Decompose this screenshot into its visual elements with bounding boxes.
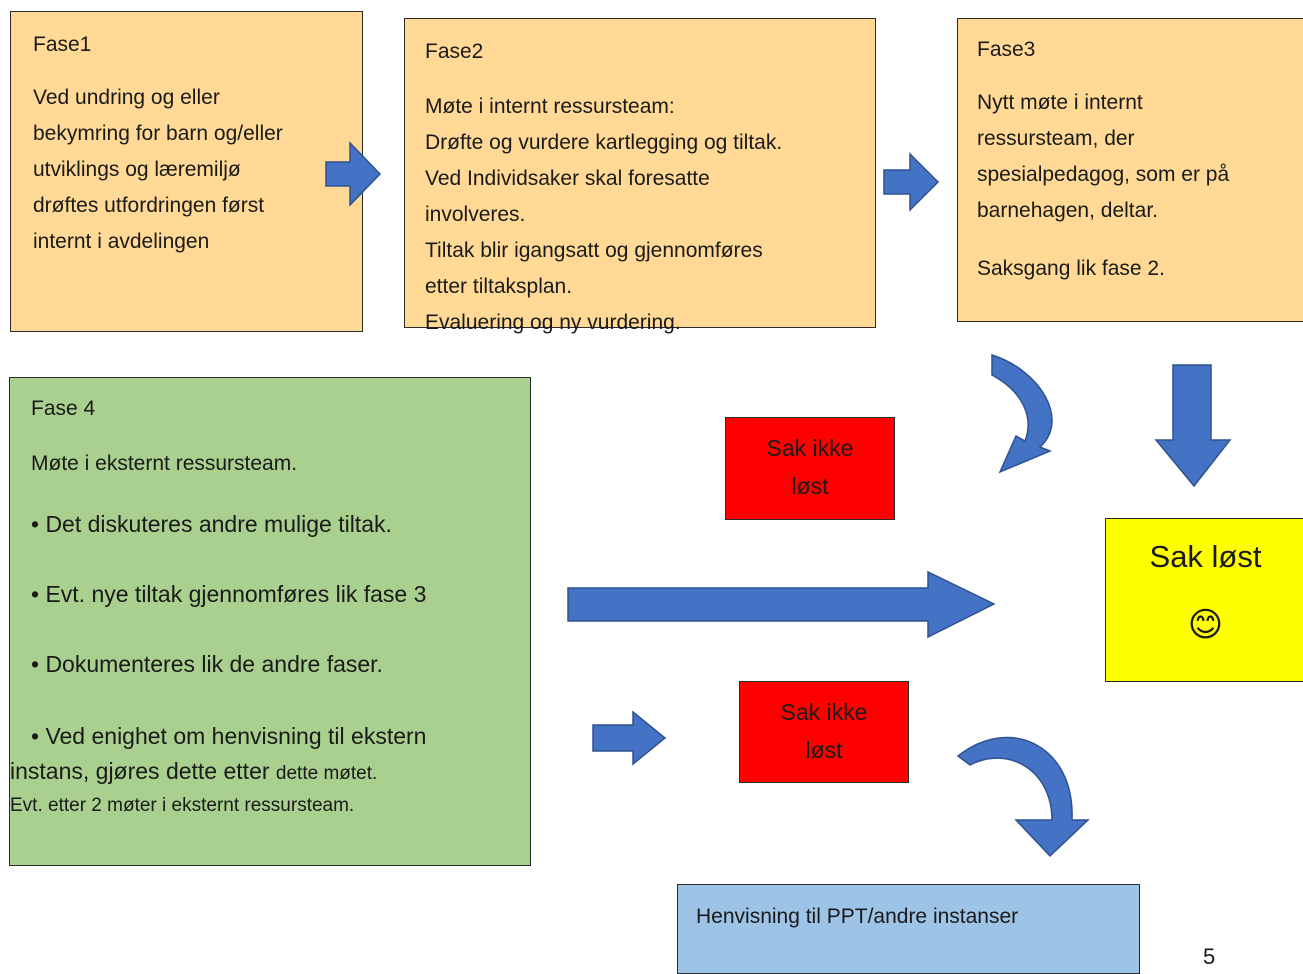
- not-solved-label: Sak ikke: [766, 435, 854, 461]
- solved-label: Sak løst: [1149, 539, 1262, 574]
- fase3-line: Nytt møte i internt: [977, 91, 1143, 114]
- fase4-bullet: • Det diskuteres andre mulige tiltak.: [31, 511, 392, 537]
- fase2-line: Ved Individsaker skal foresatte: [425, 167, 710, 190]
- right-arrow-icon: [567, 570, 996, 639]
- fase4-bullet-cont-a: instans, gjøres dette etter: [10, 758, 276, 784]
- fase1-line: utviklings og læremiljø: [33, 158, 241, 181]
- fase4-bullet-cont-c: Evt. etter 2 møter i eksternt ressurstea…: [10, 795, 355, 816]
- fase1-line: Ved undring og eller: [33, 86, 220, 109]
- fase2-line: involveres.: [425, 203, 526, 226]
- fase4-bullet-cont: instans, gjøres dette etter dette møtet.: [10, 755, 377, 790]
- smiley-icon: 😊: [1187, 606, 1224, 644]
- fase2-line: Drøfte og vurdere kartlegging og tiltak.: [425, 131, 783, 154]
- fase2-line: etter tiltaksplan.: [425, 275, 573, 298]
- curved-arrow-icon: [956, 736, 1090, 858]
- not-solved-label: Sak ikke: [780, 699, 868, 725]
- down-arrow-icon: [1154, 364, 1232, 488]
- fase2-text: Møte i internt ressursteam: Drøfte og vu…: [425, 89, 782, 341]
- fase1-text: Ved undring og eller bekymring for barn …: [33, 80, 283, 260]
- referral-label: Henvisning til PPT/andre instanser: [696, 905, 1019, 928]
- fase3-text: Nytt møte i internt ressursteam, der spe…: [977, 85, 1229, 229]
- fase2-box: Fase2 Møte i internt ressursteam: Drøfte…: [404, 18, 876, 334]
- page-number: 5: [1203, 944, 1216, 969]
- right-arrow-icon: [592, 710, 667, 766]
- solved-box: Sak løst 😊: [1105, 518, 1303, 682]
- right-arrow-icon: [325, 141, 382, 207]
- not-solved-box-2: Sak ikke løst: [739, 681, 909, 783]
- fase4-bullet: • Evt. nye tiltak gjennomføres lik fase …: [31, 581, 427, 607]
- fase4-title: Fase 4: [31, 397, 96, 420]
- right-arrow-icon: [883, 152, 940, 212]
- curved-arrow-icon: [991, 353, 1053, 474]
- fase1-title: Fase1: [33, 33, 92, 56]
- referral-box: Henvisning til PPT/andre instanser: [677, 884, 1140, 974]
- fase2-line: Evaluering og ny vurdering.: [425, 311, 681, 334]
- fase3-note: Saksgang lik fase 2.: [977, 257, 1165, 280]
- not-solved-label: løst: [791, 473, 829, 499]
- not-solved-box-1: Sak ikke løst: [725, 417, 895, 520]
- fase3-line: barnehagen, deltar.: [977, 199, 1158, 222]
- fase4-bullet: • Dokumenteres lik de andre faser.: [31, 651, 383, 677]
- fase1-line: bekymring for barn og/eller: [33, 122, 283, 145]
- fase4-bullet: • Ved enighet om henvisning til ekstern: [31, 723, 427, 749]
- fase3-title: Fase3: [977, 38, 1036, 61]
- fase2-line: Møte i internt ressursteam:: [425, 95, 675, 118]
- fase4-intro: Møte i eksternt ressursteam.: [31, 452, 298, 475]
- fase3-line: spesialpedagog, som er på: [977, 163, 1230, 186]
- fase4-box: Fase 4 Møte i eksternt ressursteam. • De…: [9, 377, 531, 866]
- fase1-box: Fase1 Ved undring og eller bekymring for…: [10, 11, 363, 332]
- fase1-line: drøftes utfordringen først: [33, 194, 265, 217]
- fase3-line: ressursteam, der: [977, 127, 1135, 150]
- fase2-title: Fase2: [425, 40, 484, 63]
- fase4-bullet-cont-b: dette møtet.: [275, 763, 378, 784]
- fase2-line: Tiltak blir igangsatt og gjennomføres: [425, 239, 763, 262]
- fase1-line: internt i avdelingen: [33, 230, 210, 253]
- not-solved-label: løst: [805, 737, 843, 763]
- fase3-box: Fase3 Nytt møte i internt ressursteam, d…: [957, 18, 1303, 322]
